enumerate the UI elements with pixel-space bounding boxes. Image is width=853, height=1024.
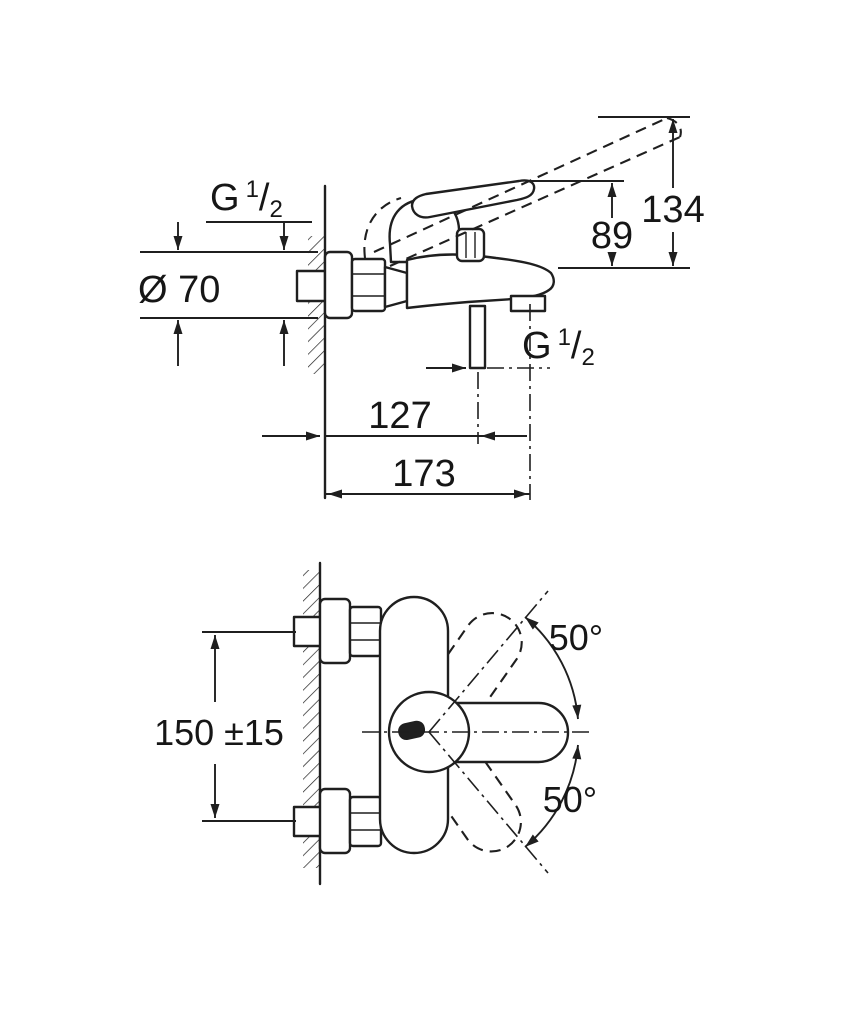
s-union: [383, 265, 409, 309]
lower-rotation-axis: [428, 731, 549, 874]
aerator: [509, 294, 547, 313]
thread-g: G: [522, 325, 552, 367]
thread-slash: /: [571, 325, 582, 367]
escutcheon: [323, 250, 354, 320]
supply-pipe-square-upper: [292, 615, 323, 648]
shower-outlet-nipple: [468, 304, 487, 370]
thread-sup: 1: [246, 176, 259, 203]
dia70-label: Ø 70: [138, 269, 220, 311]
rotation-arc-upper: [524, 616, 582, 720]
dim134-label: 134: [641, 189, 704, 231]
diverter-knob: [455, 227, 486, 263]
angle-upper-label: 50°: [549, 617, 603, 658]
lever-handle: [410, 179, 536, 219]
escutcheon-lower: [318, 787, 352, 855]
thread-sub: 2: [581, 344, 594, 371]
thread-g: G: [210, 177, 240, 219]
rotation-arc-lower: [524, 744, 582, 848]
supply-pipe-square: [295, 269, 327, 303]
thread-sub: 2: [269, 196, 282, 223]
dim127-label: 127: [368, 395, 431, 437]
raised-lever-dashed-arc: [363, 196, 402, 259]
thread-sup: 1: [558, 324, 571, 351]
raised-lever-dashed-tip: [666, 116, 682, 138]
hex-nut-lower: [348, 795, 383, 848]
dim89-label: 89: [591, 215, 633, 257]
escutcheon-upper: [318, 597, 352, 665]
supply-pipe-square-lower: [292, 805, 323, 838]
dim150-label: 150 ±15: [154, 712, 284, 753]
hex-nut-upper: [348, 605, 383, 658]
thread-slash: /: [259, 177, 270, 219]
upper-rotation-axis: [428, 590, 549, 733]
wall-hatching: [308, 236, 325, 374]
dim173-label: 173: [392, 453, 455, 495]
brand-mark: [398, 720, 426, 741]
hex-nut: [350, 257, 387, 313]
front-view: 50° 50° 150 ±15: [154, 561, 603, 886]
angle-lower-label: 50°: [543, 779, 597, 820]
